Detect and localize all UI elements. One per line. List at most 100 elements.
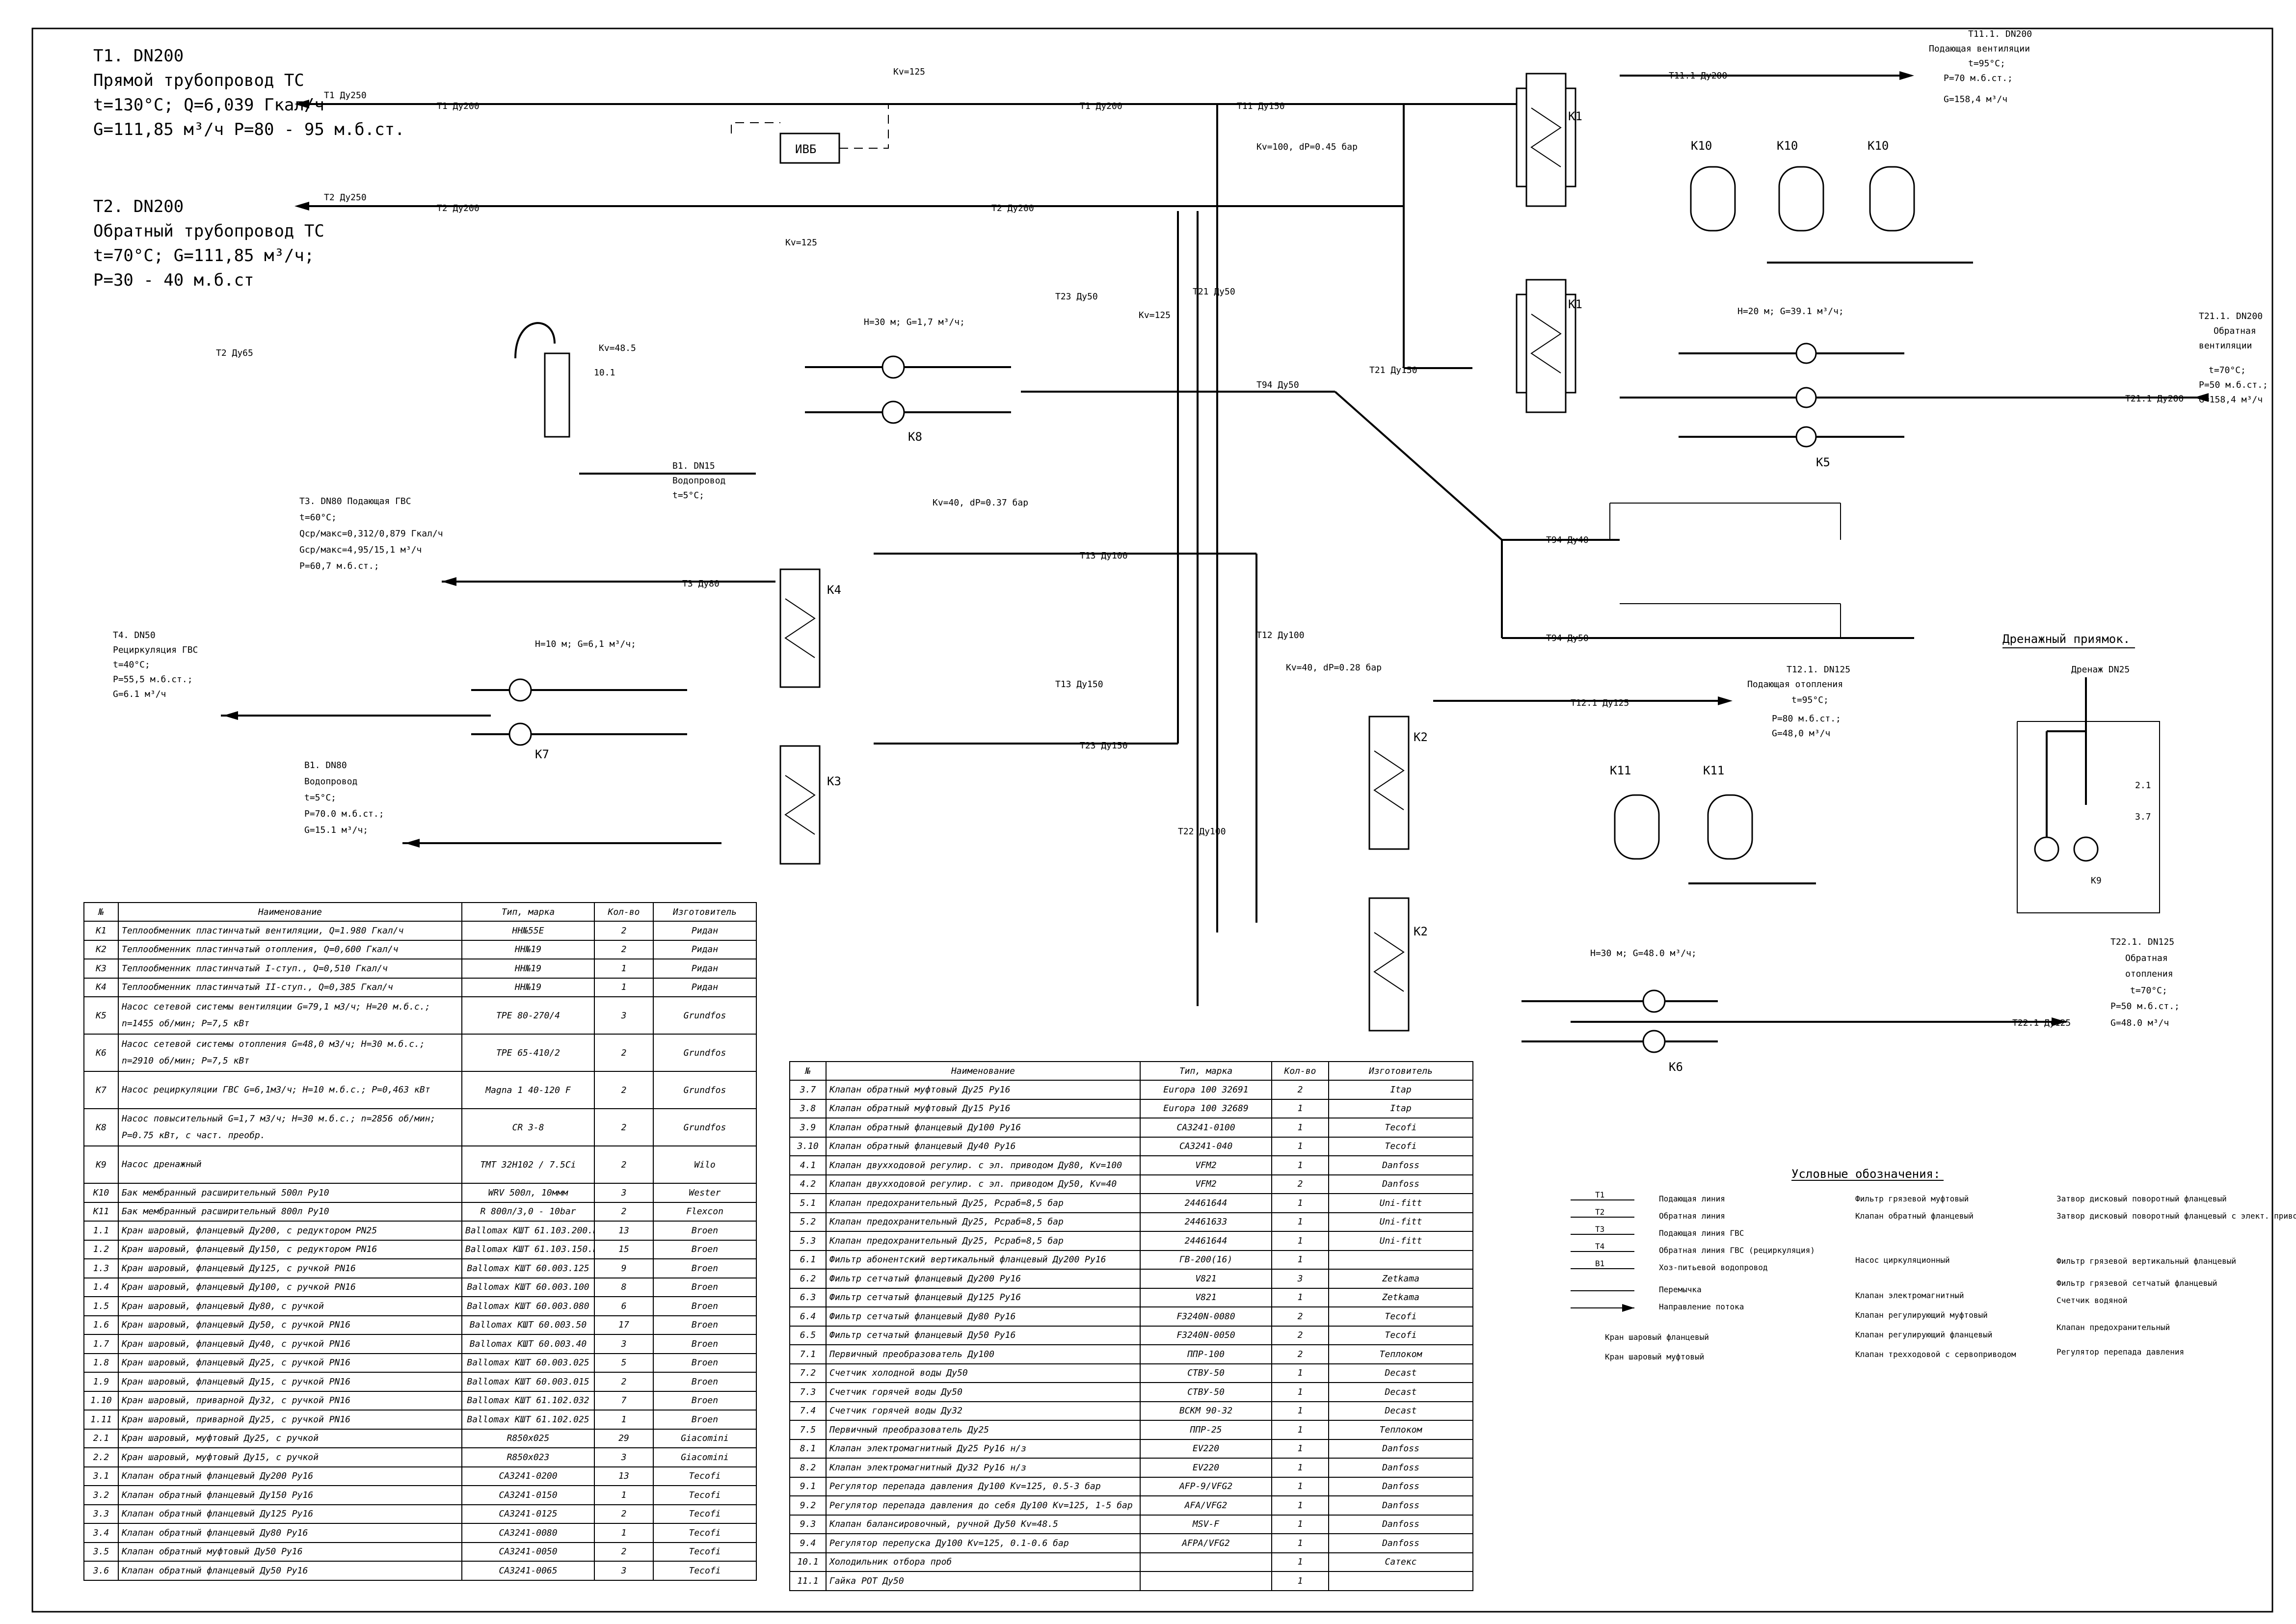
cell-type: Magna 1 40-120 F [461,1071,595,1109]
cell-qty: 1 [1271,1495,1329,1516]
svg-text:К10: К10 [1777,139,1798,153]
svg-text:Т21.1 Ду200: Т21.1 Ду200 [2125,394,2184,404]
cell-qty: 2 [594,1034,654,1072]
svg-text:Клапан регулирующий муфтовый: Клапан регулирующий муфтовый [1855,1310,1988,1320]
svg-text:P=70.0 м.б.ст.;: P=70.0 м.б.ст.; [304,809,384,819]
cell-qty: 1 [594,1410,654,1430]
cell-qty: 15 [594,1239,654,1259]
cell-type: Ballomax КШТ 60.003.50 [461,1315,595,1335]
svg-text:Т11.1. DN200: Т11.1. DN200 [1968,29,2032,39]
cell-type: ППР-100 [1140,1344,1272,1364]
svg-text:G=48.0 м³/ч: G=48.0 м³/ч [2110,1018,2169,1028]
annotations: Kv=100, dP=0.45 бар Kv=40, dP=0.37 бар K… [216,67,1382,837]
cell-maker: Broen [653,1410,757,1430]
spec-table-2: № Наименование Тип, марка Кол-во Изготов… [789,1061,1473,1591]
cell-qty: 7 [594,1390,654,1411]
cell-type: Europa 100 32691 [1140,1080,1272,1100]
cell-number: 7.2 [789,1363,827,1383]
cell-type: TPE 80-270/4 [461,996,595,1035]
cell-name: Гайка РОТ Ду50 [826,1571,1141,1591]
cell-number: 1.9 [83,1372,119,1392]
svg-text:H=30 м; G=1,7 м³/ч;: H=30 м; G=1,7 м³/ч; [864,317,965,327]
pipe-t12: Т12.1 Ду125 Т22.1 Ду125 [1433,696,2071,1028]
svg-text:Затвор дисковый поворотный фла: Затвор дисковый поворотный фланцевый с э… [2056,1211,2296,1221]
cell-type: 24461644 [1140,1231,1272,1251]
cell-name: Кран шаровый, муфтовый Ду15, с ручкой [118,1447,462,1467]
svg-text:Т13 Ду150: Т13 Ду150 [1055,679,1103,690]
cell-name: Кран шаровый, фланцевый Ду150, с редукто… [118,1239,462,1259]
cell-name: Счетчик холодной воды Ду50 [826,1363,1141,1383]
cell-qty: 1 [594,958,654,979]
cell-maker: Uni-fitt [1328,1231,1473,1251]
cell-name: Кран шаровый, фланцевый Ду15, с ручкой P… [118,1372,462,1392]
cell-maker [1328,1250,1473,1270]
svg-text:Т2 Ду200: Т2 Ду200 [437,203,480,213]
cell-qty: 2 [594,921,654,941]
svg-text:t=130°С; Q=6,039 Гкал/ч: t=130°С; Q=6,039 Гкал/ч [93,95,324,115]
cell-qty: 1 [1271,1212,1329,1232]
cell-qty: 1 [1271,1476,1329,1496]
cell-name: Регулятор перепуска Ду100 Kv=125, 0.1-0.… [826,1533,1141,1553]
cell-type: НН№55Е [461,921,595,941]
svg-text:Т3: Т3 [1595,1225,1604,1234]
cell-number: К4 [83,977,119,997]
svg-text:t=95°С;: t=95°С; [1791,695,1829,705]
cell-type: CA3241-0065 [461,1561,595,1581]
svg-text:Т23 Ду50: Т23 Ду50 [1055,292,1098,302]
svg-text:Подающая линия: Подающая линия [1659,1194,1725,1203]
cell-qty: 1 [1271,1287,1329,1307]
cell-type: F3240N-0050 [1140,1325,1272,1345]
svg-text:Т11.1 Ду200: Т11.1 Ду200 [1669,71,1727,81]
svg-text:Клапан обратный фланцевый: Клапан обратный фланцевый [1855,1211,1974,1221]
cell-name: Фильтр абонентский вертикальный фланцевы… [826,1250,1141,1270]
col-header-maker: Изготовитель [653,902,757,922]
svg-text:К8: К8 [908,430,922,444]
cell-name: Кран шаровый, фланцевый Ду125, с ручкой … [118,1258,462,1278]
svg-text:Т22 Ду100: Т22 Ду100 [1178,826,1226,837]
cell-number: 10.1 [789,1552,827,1572]
cell-maker: Itap [1328,1098,1473,1118]
cell-qty: 2 [1271,1344,1329,1364]
svg-text:Обратная линия ГВС (рециркуляц: Обратная линия ГВС (рециркуляция) [1659,1246,1815,1255]
svg-text:Т13 Ду100: Т13 Ду100 [1080,551,1128,561]
svg-text:Gср/макс=4,95/15,1 м³/ч: Gср/макс=4,95/15,1 м³/ч [299,545,422,555]
cell-number: К11 [83,1201,119,1222]
cell-qty: 3 [594,996,654,1035]
svg-text:Т4. DN50: Т4. DN50 [113,630,156,640]
cell-number: К7 [83,1071,119,1109]
cell-qty: 3 [594,1447,654,1467]
svg-text:К1: К1 [1568,109,1582,123]
tank-k11: К11 К11 [1610,764,1816,884]
svg-text:Фильтр грязевой вертикальный ф: Фильтр грязевой вертикальный фланцевый [2056,1256,2236,1266]
cell-name: Бак мембранный расширительный 800л Ру10 [118,1201,462,1222]
cell-name: Счетчик горячей воды Ду32 [826,1401,1141,1421]
svg-text:Прямой трубопровод ТС: Прямой трубопровод ТС [93,71,304,90]
cell-qty: 2 [1271,1325,1329,1345]
cell-name: Клапан обратный муфтовый Ду50 Ру16 [118,1542,462,1562]
cell-qty: 1 [594,1523,654,1543]
pipe-t4 [221,711,491,720]
cell-name: Клапан обратный фланцевый Ду40 Ру16 [826,1136,1141,1156]
svg-text:P=50 м.б.ст.;: P=50 м.б.ст.; [2199,380,2268,390]
cell-maker: Ридан [653,939,757,959]
col-header-number: № [789,1061,827,1081]
svg-text:Т1 Ду200: Т1 Ду200 [1080,101,1122,111]
cell-number: 6.2 [789,1269,827,1289]
label-t21: Т21.1. DN200 Обратная вентиляции t=70°С;… [2199,311,2268,405]
cell-type: Ballomax КШТ 61.103.150.Р [461,1239,595,1259]
svg-text:Обратная: Обратная [2214,326,2256,336]
svg-text:К1: К1 [1568,297,1582,311]
cell-maker: Broen [653,1296,757,1316]
cell-number: 3.6 [83,1561,119,1581]
